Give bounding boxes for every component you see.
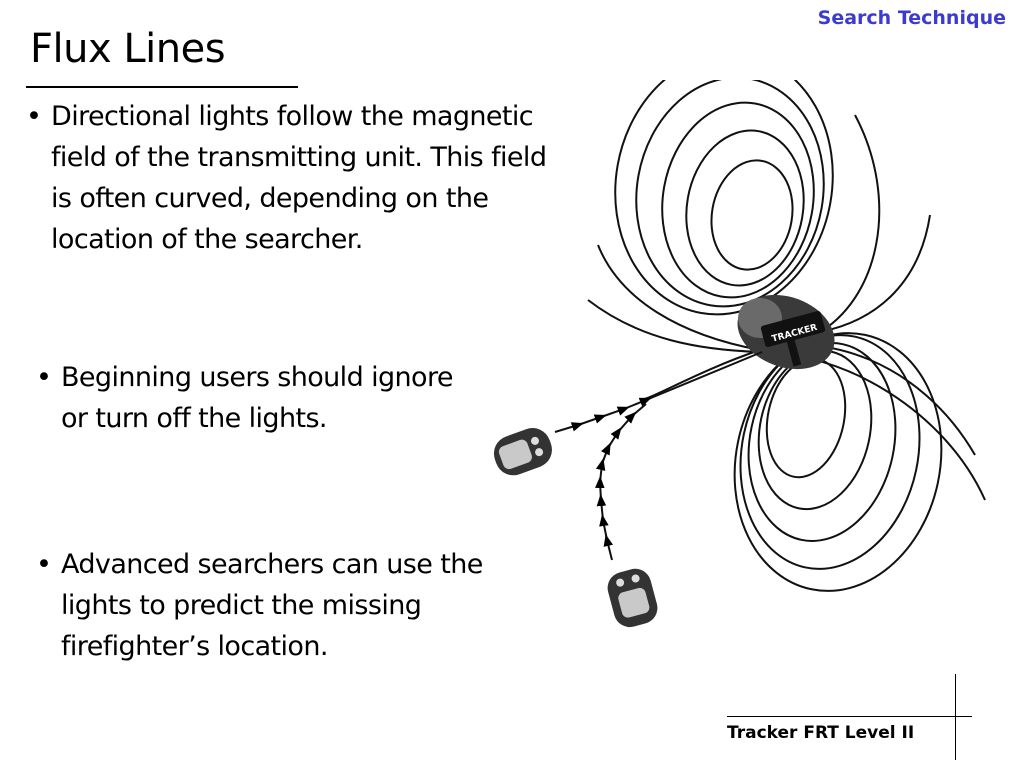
receiver-unit-icon (493, 428, 552, 476)
slide-title: Flux Lines (30, 26, 226, 72)
receiver-unit-icon (607, 568, 658, 628)
bullet-item: • Beginning users should ignore or turn o… (36, 357, 461, 439)
search-path-upper (554, 351, 763, 433)
bullet-dot: • (36, 362, 52, 393)
footer-rule-horizontal (727, 716, 972, 717)
section-title: Search Technique (817, 7, 1006, 29)
flux-lines-illustration: TRACKER (493, 80, 986, 628)
transmitter-unit-icon: TRACKER (737, 294, 835, 370)
footer-text: Tracker FRT Level II (727, 723, 915, 743)
title-underline (26, 86, 298, 88)
bullet-dot: • (36, 549, 52, 580)
bullet-text: Directional lights follow the magnetic f… (51, 101, 547, 255)
bullet-text: Beginning users should ignore or turn of… (61, 362, 454, 434)
bullet-dot: • (26, 101, 42, 132)
bullet-text: Advanced searchers can use the lights to… (61, 549, 483, 662)
bullet-item: • Directional lights follow the magnetic … (26, 96, 561, 260)
footer-rule-vertical (955, 674, 956, 760)
search-path-lower (595, 403, 647, 561)
bullet-item: • Advanced searchers can use the lights t… (36, 544, 541, 667)
